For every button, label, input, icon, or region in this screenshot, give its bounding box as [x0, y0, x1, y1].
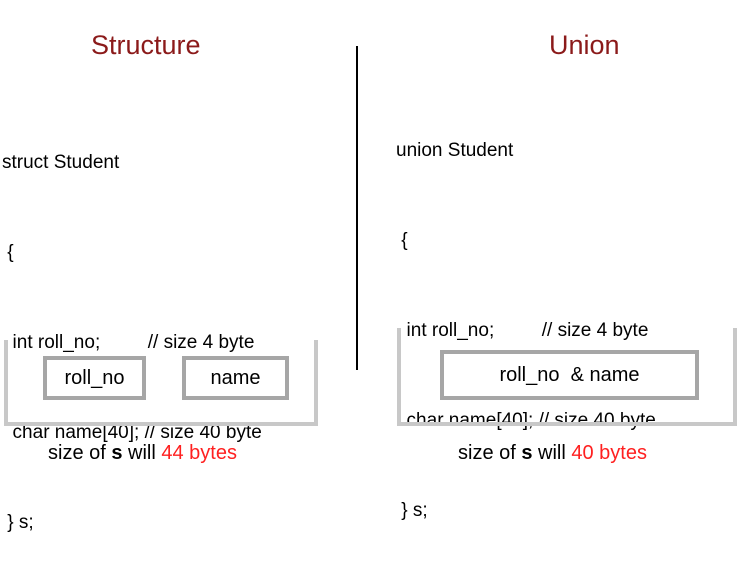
- code-line: {: [2, 242, 14, 263]
- code-line: struct Student: [2, 152, 120, 173]
- structure-cell-name: name: [182, 356, 289, 400]
- union-memory-container: [397, 328, 737, 426]
- union-cell-shared: roll_no & name: [440, 350, 699, 400]
- code-line: int roll_no; // size 4 byte: [2, 332, 255, 353]
- structure-memory-container: [4, 340, 318, 426]
- code-line: int roll_no; // size 4 byte: [396, 320, 649, 341]
- caption-size-value: 44 bytes: [161, 442, 237, 464]
- union-title: Union: [549, 30, 620, 60]
- caption-size-value: 40 bytes: [571, 442, 647, 464]
- caption-middle: will: [532, 442, 572, 464]
- caption-prefix: size of: [458, 442, 522, 464]
- structure-size-caption: size of s will 44 bytes: [48, 440, 237, 466]
- structure-code-block: struct Student { int roll_no; // size 4 …: [2, 88, 262, 568]
- structure-cell-roll-no: roll_no: [43, 356, 146, 400]
- caption-variable: s: [521, 442, 533, 464]
- union-size-caption: size of s will 40 bytes: [458, 440, 647, 466]
- caption-prefix: size of: [48, 442, 112, 464]
- union-code-block: union Student { int roll_no; // size 4 b…: [396, 76, 656, 556]
- code-line: } s;: [2, 512, 34, 533]
- caption-variable: s: [111, 442, 123, 464]
- code-line: char name[40]; // size 40 byte: [2, 422, 262, 443]
- structure-title: Structure: [91, 30, 201, 60]
- code-line: } s;: [396, 500, 428, 521]
- code-line: {: [396, 230, 408, 251]
- center-divider: [356, 46, 358, 370]
- caption-middle: will: [122, 442, 162, 464]
- code-line: union Student: [396, 140, 514, 161]
